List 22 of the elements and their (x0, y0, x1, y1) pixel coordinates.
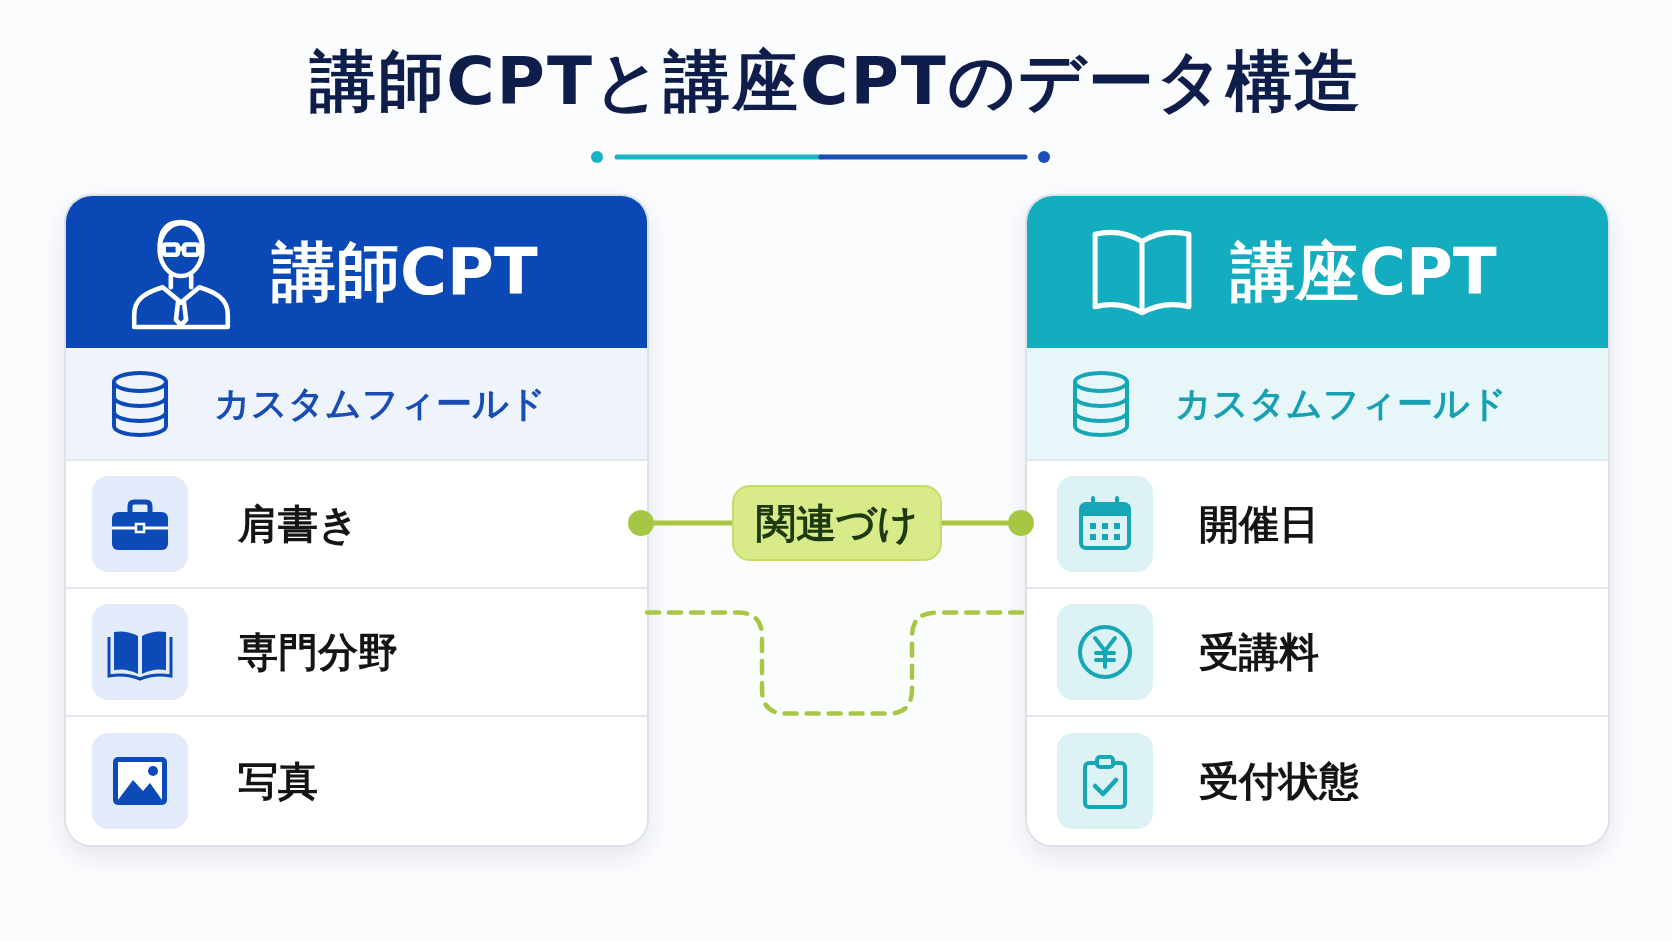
field-name: 専門分野 (238, 628, 398, 676)
field-name: 受付状態 (1199, 757, 1359, 805)
field-name: 写真 (238, 757, 318, 805)
field-row (66, 459, 647, 587)
section-heading: カスタムフィールド (1175, 381, 1507, 426)
card-title: 講座CPT (1231, 233, 1497, 311)
field-name: 受講料 (1199, 628, 1319, 676)
card (64, 194, 649, 847)
card-title: 講師CPT (272, 233, 538, 311)
section-band (1027, 348, 1608, 459)
field-name: 肩書き (238, 500, 359, 548)
section-heading: カスタムフィールド (214, 381, 546, 426)
field-row (1027, 587, 1608, 715)
section-band (66, 348, 647, 459)
field-row (66, 715, 647, 845)
card (1025, 194, 1610, 847)
edge-label: 関連づけ (732, 485, 942, 561)
field-row (66, 587, 647, 715)
title: 講師CPTと講座CPTのデータ構造 (310, 44, 1362, 120)
field-row (1027, 459, 1608, 587)
field-row (1027, 715, 1608, 845)
field-name: 開催日 (1199, 500, 1319, 548)
